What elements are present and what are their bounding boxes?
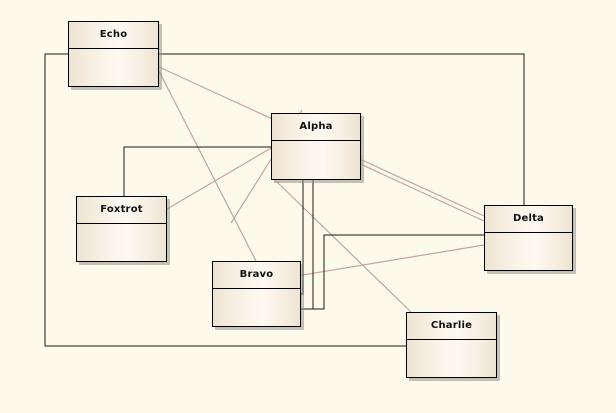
name-compartment: Bravo — [213, 262, 300, 289]
name-compartment: Charlie — [407, 313, 496, 340]
class-name-label: Alpha — [299, 121, 333, 132]
attribute-compartment — [77, 224, 166, 261]
name-compartment: Foxtrot — [77, 197, 166, 224]
class-name-label: Echo — [99, 29, 128, 40]
orthogonal-edge-group — [44, 53, 525, 347]
class-name-label: Foxtrot — [100, 204, 143, 215]
uml-class-alpha[interactable]: Alpha — [271, 113, 361, 180]
attribute-compartment — [485, 233, 572, 270]
attribute-compartment — [69, 49, 158, 86]
edge-echo-bravo[interactable] — [158, 70, 257, 262]
attribute-compartment — [272, 141, 360, 179]
name-compartment: Alpha — [272, 114, 360, 141]
class-name-label: Charlie — [430, 320, 473, 331]
attribute-compartment — [407, 340, 496, 377]
edge-echo-to-delta-ortho[interactable] — [159, 53, 525, 205]
uml-class-bravo[interactable]: Bravo — [212, 261, 301, 327]
edge-alpha-foxtrot[interactable] — [166, 147, 272, 210]
attribute-compartment — [213, 289, 300, 326]
edge-echo-to-charlie-ortho[interactable] — [44, 53, 406, 347]
name-compartment: Echo — [69, 22, 158, 49]
edge-alpha-to-bravo-ortho-a[interactable] — [301, 180, 304, 295]
edge-delta-to-bravo-ortho[interactable] — [313, 234, 484, 310]
uml-class-delta[interactable]: Delta — [484, 205, 573, 271]
edge-alpha-charlie[interactable] — [275, 180, 412, 313]
class-name-label: Delta — [512, 213, 545, 224]
uml-class-echo[interactable]: Echo — [68, 21, 159, 87]
class-name-label: Bravo — [239, 269, 274, 280]
edge-alpha-to-foxtrot-ortho[interactable] — [123, 146, 271, 196]
name-compartment: Delta — [485, 206, 572, 233]
diagonal-edge-group — [158, 66, 485, 313]
uml-class-charlie[interactable]: Charlie — [406, 312, 497, 378]
uml-class-foxtrot[interactable]: Foxtrot — [76, 196, 167, 262]
